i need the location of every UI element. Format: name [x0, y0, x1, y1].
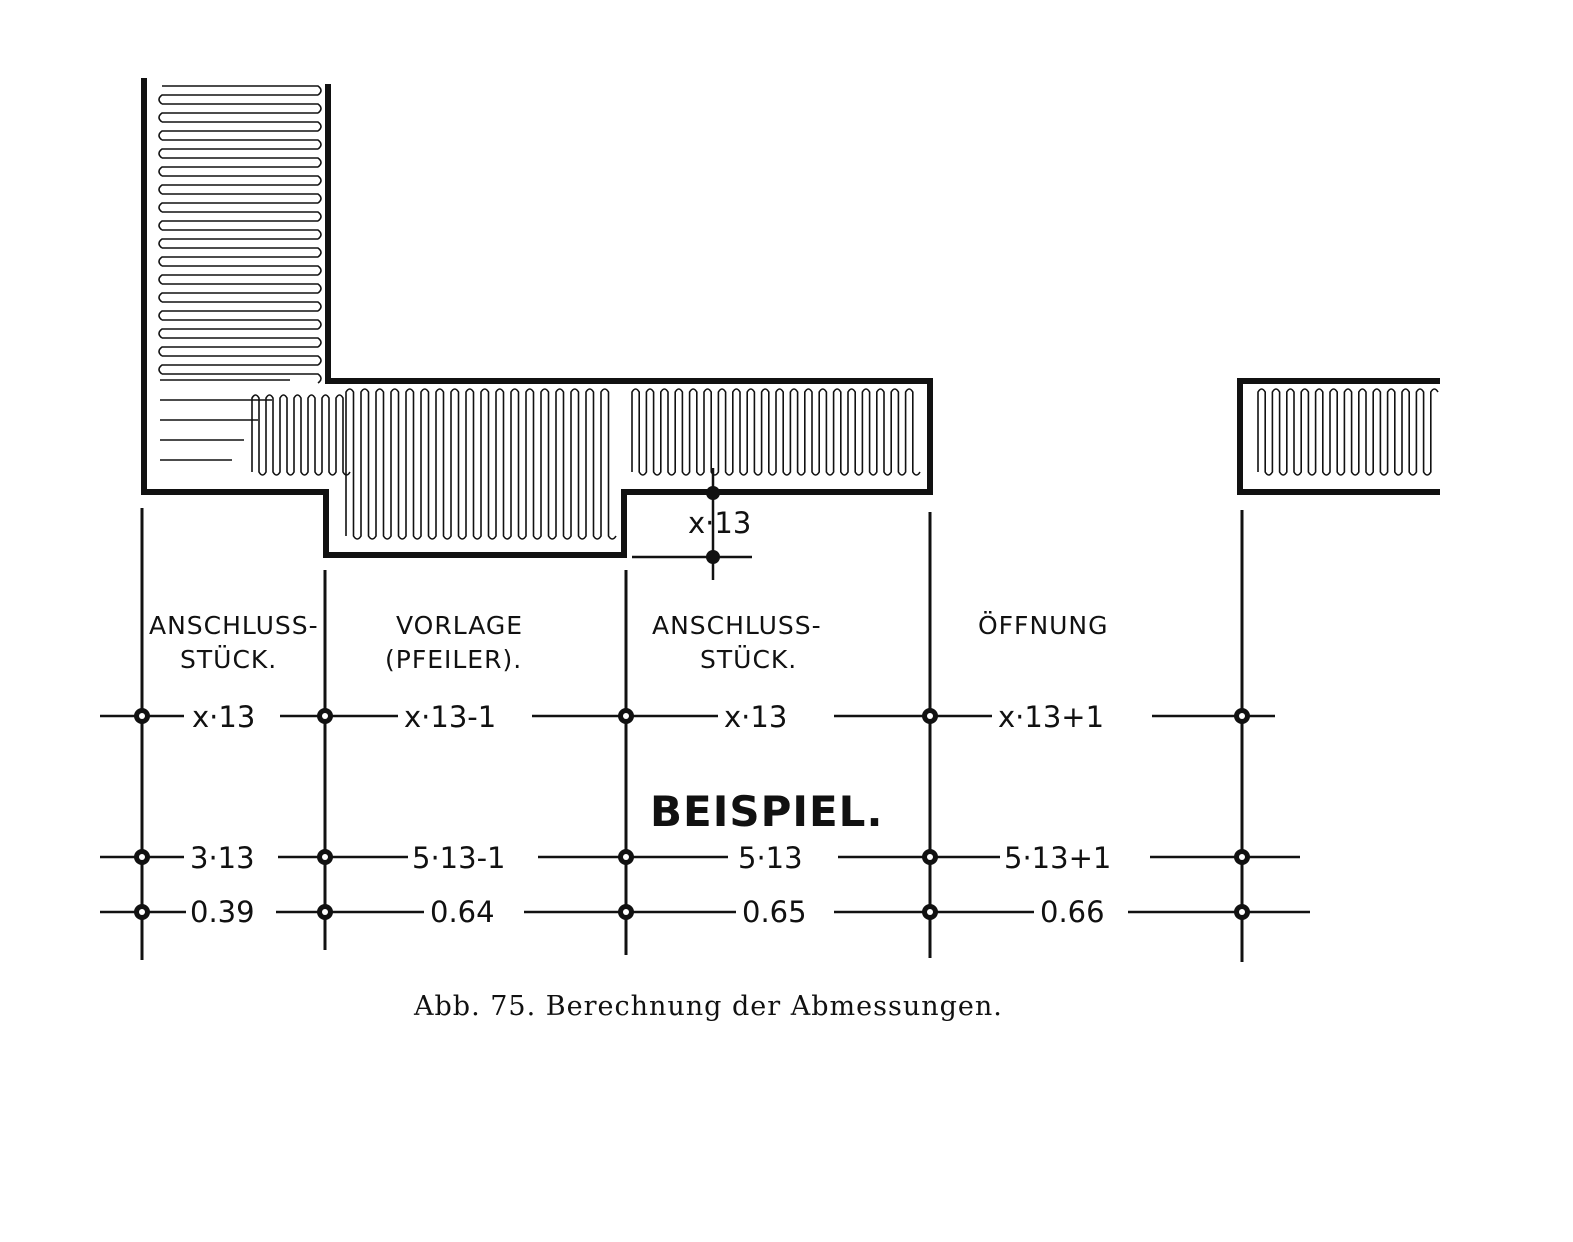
wall-outline [141, 78, 1440, 558]
example-heading: BEISPIEL. [650, 787, 883, 836]
junction-marker-center [927, 909, 933, 915]
formula-3: x·13 [724, 700, 787, 734]
masonry-hatching [158, 85, 1439, 540]
section-label-1-line2: STÜCK. [180, 645, 277, 674]
junction-markers [134, 708, 1250, 920]
meters-3: 0.65 [742, 895, 807, 929]
junction-marker-center [1239, 854, 1245, 860]
example-4: 5·13+1 [1004, 841, 1111, 875]
section-label-3-line2: STÜCK. [700, 645, 797, 674]
junction-marker-center [623, 854, 629, 860]
example-3: 5·13 [738, 841, 803, 875]
formula-row: x·13 x·13-1 x·13 x·13+1 [192, 700, 1104, 734]
row-label-backgrounds [184, 696, 1152, 930]
junction-marker-center [322, 854, 328, 860]
junction-marker-center [139, 909, 145, 915]
junction-marker-center [139, 713, 145, 719]
section-label-4-line1: ÖFFNUNG [978, 611, 1109, 640]
meters-1: 0.39 [190, 895, 255, 929]
example-2: 5·13-1 [412, 841, 506, 875]
junction-marker-center [623, 909, 629, 915]
meters-4: 0.66 [1040, 895, 1105, 929]
junction-marker-center [139, 854, 145, 860]
formula-2: x·13-1 [404, 700, 496, 734]
section-label-3-line1: ANSCHLUSS- [652, 611, 822, 640]
junction-marker-center [1239, 713, 1245, 719]
example-row: 3·13 5·13-1 5·13 5·13+1 [190, 841, 1111, 875]
junction-marker-center [322, 713, 328, 719]
section-label-2-line1: VORLAGE [396, 611, 523, 640]
figure-caption: Abb. 75. Berechnung der Abmessungen. [413, 991, 1003, 1022]
formula-1: x·13 [192, 700, 255, 734]
junction-marker-center [623, 713, 629, 719]
junction-marker-center [927, 854, 933, 860]
junction-marker-center [322, 909, 328, 915]
section-label-1-line1: ANSCHLUSS- [149, 611, 319, 640]
junction-marker-center [1239, 909, 1245, 915]
meters-row: 0.39 0.64 0.65 0.66 [190, 895, 1105, 929]
section-label-2-line2: (PFEILER). [385, 645, 522, 674]
example-1: 3·13 [190, 841, 255, 875]
top-dimension: x·13 [632, 486, 752, 564]
formula-4: x·13+1 [998, 700, 1104, 734]
section-labels: ANSCHLUSS- STÜCK. VORLAGE (PFEILER). ANS… [149, 611, 1109, 674]
top-dimension-label: x·13 [688, 506, 751, 540]
junction-marker-center [927, 713, 933, 719]
meters-2: 0.64 [430, 895, 495, 929]
